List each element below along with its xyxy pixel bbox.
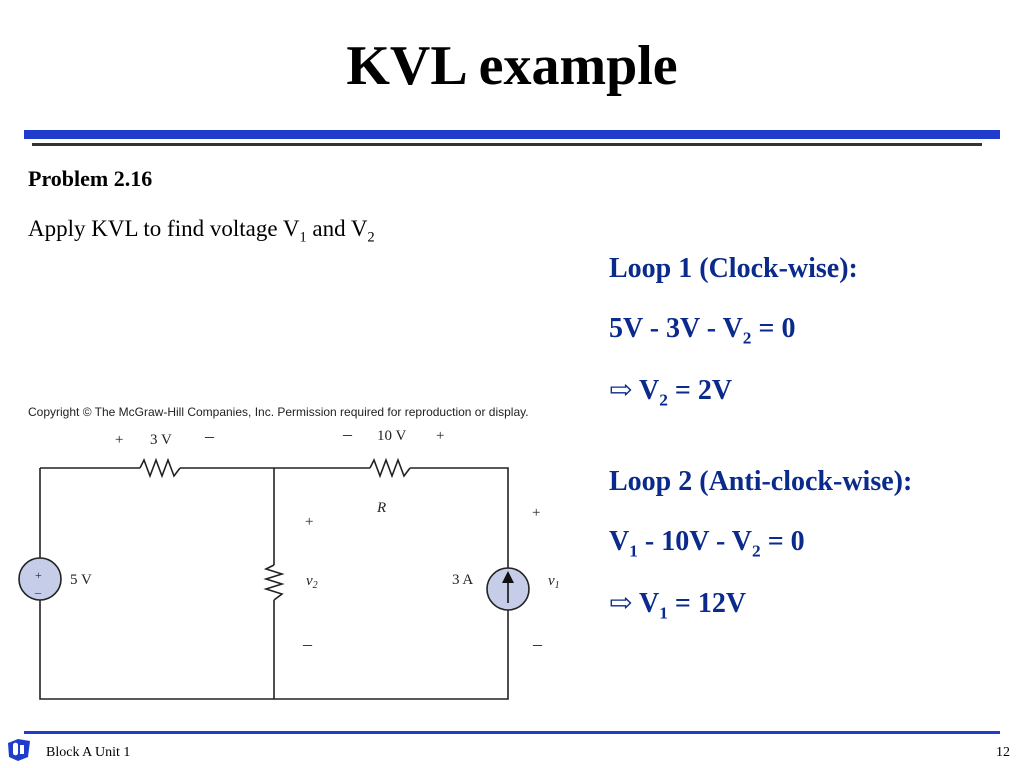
- figure-copyright: Copyright © The McGraw-Hill Companies, I…: [28, 405, 529, 419]
- eq-subscript: 2: [752, 541, 761, 561]
- eq-subscript: 1: [629, 541, 638, 561]
- eq-part: V: [632, 375, 660, 406]
- label-r2-value: 10 V: [377, 428, 406, 444]
- footer-divider: [24, 731, 1000, 734]
- university-logo-icon: [8, 739, 30, 761]
- label-source-plus: +: [35, 568, 42, 582]
- eq-part: 5V - 3V - V: [609, 313, 743, 344]
- resistor-3v: [139, 457, 181, 479]
- page-number: 12: [996, 745, 1010, 760]
- loop1-result: ⇨ V2 = 2V: [609, 373, 733, 410]
- label-v2-sub: 2: [313, 580, 318, 591]
- label-v1: v1: [548, 573, 560, 591]
- label-v2-plus: +: [305, 514, 313, 530]
- resistor-r: [369, 457, 411, 479]
- label-r1-minus: –: [204, 426, 215, 446]
- voltage-source-5v: [18, 557, 62, 601]
- instruction-subscript: 1: [299, 229, 307, 246]
- label-r2-minus: –: [342, 424, 353, 444]
- loop1-equation: 5V - 3V - V2 = 0: [609, 313, 796, 348]
- eq-part: = 0: [751, 313, 796, 344]
- circuit-diagram: + 3 V – – 10 V + R + – 5 V + v2 – 3 A + …: [18, 424, 560, 700]
- label-v2: v2: [306, 573, 318, 591]
- eq-part: - 10V - V: [637, 526, 752, 557]
- eq-subscript: 2: [659, 390, 668, 410]
- label-v1-minus: –: [532, 634, 543, 654]
- current-arrow-up-icon: [502, 571, 514, 583]
- instruction-subscript: 2: [367, 229, 375, 246]
- loop2-equation: V1 - 10V - V2 = 0: [609, 526, 805, 561]
- label-v2-minus: –: [302, 634, 313, 654]
- title-divider: [24, 130, 1000, 139]
- label-r2-plus: +: [436, 428, 444, 444]
- loop1-heading: Loop 1 (Clock-wise):: [609, 253, 858, 284]
- eq-subscript: 1: [659, 603, 668, 623]
- label-current-value: 3 A: [452, 572, 473, 588]
- eq-part: = 0: [760, 526, 805, 557]
- instruction-text: Apply KVL to find voltage V1 and V2: [28, 216, 375, 245]
- label-v1-plus: +: [532, 505, 540, 521]
- label-v1-sub: 1: [555, 580, 560, 591]
- label-source-minus: –: [34, 585, 42, 599]
- loop2-result: ⇨ V1 = 12V: [609, 586, 747, 623]
- implies-arrow-icon: ⇨: [609, 375, 633, 406]
- label-v2-letter: v: [306, 573, 313, 589]
- eq-part: = 2V: [667, 375, 733, 406]
- footer-course: Block A Unit 1: [46, 745, 131, 760]
- loop2-heading: Loop 2 (Anti-clock-wise):: [609, 466, 913, 497]
- instruction-part: Apply KVL to find voltage V: [28, 216, 300, 241]
- label-source-value: 5 V: [70, 572, 92, 588]
- problem-label: Problem 2.16: [28, 166, 153, 191]
- eq-part: = 12V: [667, 588, 747, 619]
- eq-part: V: [632, 588, 660, 619]
- label-r1-plus: +: [115, 432, 123, 448]
- eq-subscript: 2: [742, 328, 752, 348]
- label-r1-value: 3 V: [150, 432, 172, 448]
- label-v1-letter: v: [548, 573, 555, 589]
- resistor-v2: [263, 564, 285, 601]
- implies-arrow-icon: ⇨: [609, 588, 633, 619]
- label-r: R: [376, 500, 386, 516]
- eq-part: V: [609, 526, 630, 557]
- instruction-part: and V: [306, 216, 368, 241]
- title-divider-secondary: [32, 143, 982, 146]
- slide-title: KVL example: [346, 35, 678, 97]
- circuit-wires: [39, 467, 509, 700]
